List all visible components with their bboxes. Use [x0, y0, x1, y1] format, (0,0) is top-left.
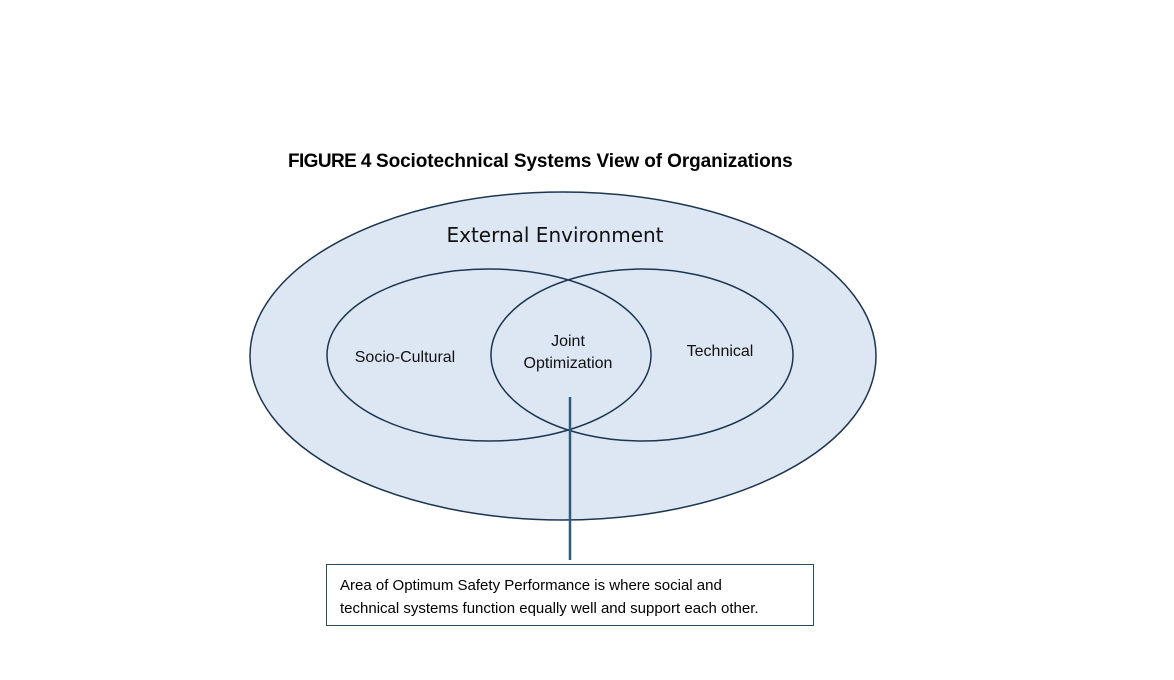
figure-title-text: Sociotechnical Systems View of Organizat… [376, 151, 793, 172]
figure-label: FIGURE 4 [288, 151, 371, 172]
technical-label: Technical [687, 343, 754, 360]
callout-box: Area of Optimum Safety Performance is wh… [326, 564, 814, 626]
socio-cultural-label: Socio-Cultural [355, 349, 455, 366]
callout-line-2: technical systems function equally well … [340, 600, 759, 617]
figure-title: FIGURE 4 Sociotechnical Systems View of … [288, 151, 793, 173]
joint-label: Joint [551, 333, 585, 350]
external-environment-ellipse [249, 191, 877, 521]
socio-cultural-ellipse [326, 268, 652, 442]
technical-ellipse [490, 268, 794, 442]
external-environment-label: External Environment [446, 223, 663, 247]
callout-line-1: Area of Optimum Safety Performance is wh… [340, 577, 722, 594]
optimization-label: Optimization [524, 355, 613, 372]
